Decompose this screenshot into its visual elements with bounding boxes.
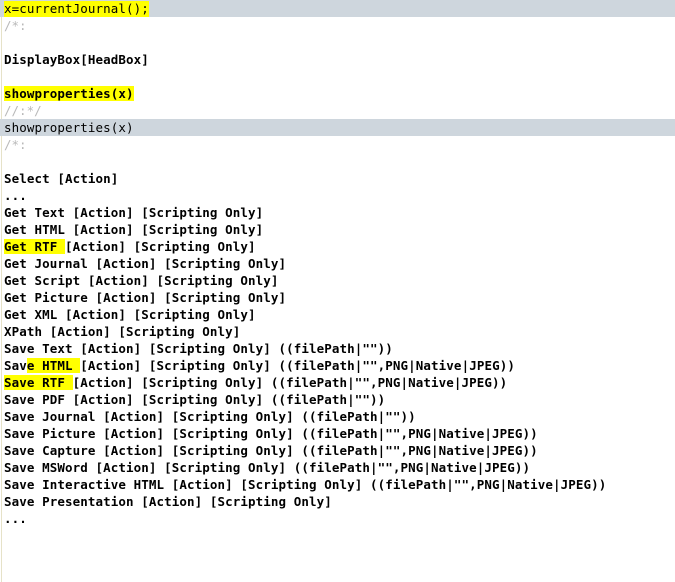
code-line[interactable]: Get RTF [Action] [Scripting Only]: [0, 238, 675, 255]
code-line[interactable]: Save HTML [Action] [Scripting Only] ((fi…: [0, 357, 675, 374]
code-text: Save Picture [Action] [Scripting Only] (…: [4, 426, 538, 441]
code-line[interactable]: Save Capture [Action] [Scripting Only] (…: [0, 442, 675, 459]
code-text: Save MSWord [Action] [Scripting Only] ((…: [4, 460, 531, 475]
cell-bracket-rule: [1, 0, 2, 582]
code-text: Save Interactive HTML [Action] [Scriptin…: [4, 477, 607, 492]
code-text: ...: [4, 511, 27, 526]
code-text: /*:: [4, 18, 27, 33]
code-line[interactable]: Save Picture [Action] [Scripting Only] (…: [0, 425, 675, 442]
code-line[interactable]: ...: [0, 510, 675, 527]
code-text: [Action] [Scripting Only] ((filePath|"",…: [72, 375, 508, 390]
code-line[interactable]: x=currentJournal();: [0, 0, 675, 17]
code-text: Select [Action]: [4, 171, 119, 186]
code-line[interactable]: Get Script [Action] [Scripting Only]: [0, 272, 675, 289]
code-text: Save PDF [Action] [Scripting Only] ((fil…: [4, 392, 386, 407]
code-text: Get Journal [Action] [Scripting Only]: [4, 256, 287, 271]
code-text: Get HTML [Action] [Scripting Only]: [4, 222, 264, 237]
code-line[interactable]: Get HTML [Action] [Scripting Only]: [0, 221, 675, 238]
code-line[interactable]: Save Presentation [Action] [Scripting On…: [0, 493, 675, 510]
code-line[interactable]: Save MSWord [Action] [Scripting Only] ((…: [0, 459, 675, 476]
code-line[interactable]: Get Journal [Action] [Scripting Only]: [0, 255, 675, 272]
code-line[interactable]: showproperties(x): [0, 85, 675, 102]
code-line[interactable]: Select [Action]: [0, 170, 675, 187]
code-line[interactable]: Get Picture [Action] [Scripting Only]: [0, 289, 675, 306]
highlighted-text: x=currentJournal();: [4, 1, 149, 16]
code-text: Sav: [4, 358, 27, 373]
code-text: Save Journal [Action] [Scripting Only] (…: [4, 409, 416, 424]
code-line[interactable]: /*:: [0, 17, 675, 34]
code-text: Get XML [Action] [Scripting Only]: [4, 307, 256, 322]
code-line[interactable]: //:*/: [0, 102, 675, 119]
code-text: ...: [4, 188, 27, 203]
code-text: Get Text [Action] [Scripting Only]: [4, 205, 264, 220]
highlighted-text: Get RTF: [4, 239, 66, 254]
code-line[interactable]: showproperties(x): [0, 119, 675, 136]
code-text: XPath [Action] [Scripting Only]: [4, 324, 241, 339]
code-line[interactable]: Save RTF [Action] [Scripting Only] ((fil…: [0, 374, 675, 391]
code-text: Save Presentation [Action] [Scripting On…: [4, 494, 332, 509]
code-text: showproperties(x): [4, 120, 134, 135]
code-line[interactable]: ...: [0, 187, 675, 204]
code-text: [Action] [Scripting Only]: [65, 239, 256, 254]
code-text: Get Script [Action] [Scripting Only]: [4, 273, 279, 288]
code-line[interactable]: /*:: [0, 136, 675, 153]
code-line[interactable]: XPath [Action] [Scripting Only]: [0, 323, 675, 340]
code-line[interactable]: [0, 34, 675, 51]
code-line[interactable]: Get XML [Action] [Scripting Only]: [0, 306, 675, 323]
highlighted-text: e HTML: [26, 358, 81, 373]
code-line[interactable]: [0, 68, 675, 85]
code-text: Save Capture [Action] [Scripting Only] (…: [4, 443, 538, 458]
highlighted-text: showproperties(x): [4, 86, 134, 101]
code-line[interactable]: Save PDF [Action] [Scripting Only] ((fil…: [0, 391, 675, 408]
code-text: Save Text [Action] [Scripting Only] ((fi…: [4, 341, 393, 356]
code-text: //:*/: [4, 103, 42, 118]
code-line[interactable]: Save Journal [Action] [Scripting Only] (…: [0, 408, 675, 425]
code-line[interactable]: Save Interactive HTML [Action] [Scriptin…: [0, 476, 675, 493]
highlighted-text: Save RTF: [4, 375, 73, 390]
code-text: /*:: [4, 137, 27, 152]
code-line[interactable]: [0, 153, 675, 170]
code-line[interactable]: DisplayBox[HeadBox]: [0, 51, 675, 68]
code-text: Get Picture [Action] [Scripting Only]: [4, 290, 287, 305]
code-text: [Action] [Scripting Only] ((filePath|"",…: [80, 358, 515, 373]
code-text: DisplayBox[HeadBox]: [4, 52, 149, 67]
code-line[interactable]: Get Text [Action] [Scripting Only]: [0, 204, 675, 221]
code-line[interactable]: Save Text [Action] [Scripting Only] ((fi…: [0, 340, 675, 357]
